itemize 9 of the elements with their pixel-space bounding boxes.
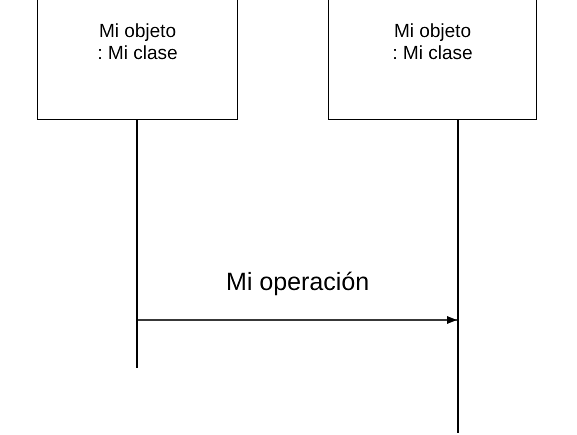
object-name: : Mi clase	[96, 43, 179, 65]
object-box	[37, 0, 238, 120]
message-arrow	[138, 316, 457, 324]
object-box	[328, 0, 537, 120]
lifeline	[136, 120, 138, 368]
object-name: Mi objeto	[392, 21, 472, 43]
lifeline	[457, 120, 459, 433]
object-name: Mi objeto	[98, 21, 178, 43]
object-name: : Mi clase	[391, 43, 474, 65]
